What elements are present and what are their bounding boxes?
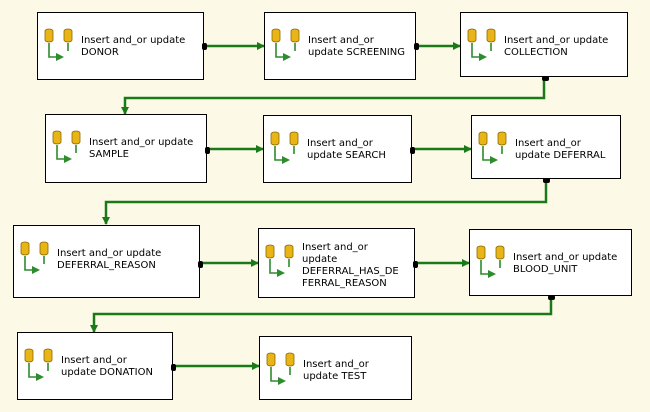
task-label: Insert and_or update SAMPLE (89, 137, 194, 160)
task-label: Insert and_or update DONATION (61, 355, 153, 378)
output-port[interactable] (198, 261, 203, 268)
output-port[interactable] (205, 147, 210, 154)
output-port[interactable] (414, 43, 419, 50)
data-flow-task-icon (52, 130, 81, 163)
task-insert-update-sample[interactable]: Insert and_or update SAMPLE (45, 114, 210, 183)
task-insert-update-blood-unit[interactable]: Insert and_or update BLOOD_UNIT (469, 229, 632, 300)
task-label: Insert and_or update SCREENING (308, 35, 405, 58)
task-insert-update-collection[interactable]: Insert and_or update COLLECTION (460, 12, 628, 81)
task-insert-update-deferral[interactable]: Insert and_or update DEFERRAL (471, 115, 621, 183)
output-port[interactable] (543, 178, 550, 183)
data-flow-task-icon (265, 244, 294, 277)
output-port[interactable] (171, 364, 176, 371)
output-port[interactable] (410, 147, 415, 154)
task-insert-update-donor[interactable]: Insert and_or update DONOR (37, 12, 207, 80)
output-port[interactable] (413, 261, 418, 268)
data-flow-task-icon (24, 348, 53, 381)
task-insert-update-test[interactable]: Insert and_or update TEST (259, 336, 412, 400)
task-label: Insert and_or update DEFERRAL_REASON (57, 248, 162, 271)
task-insert-update-deferral-has-deferral-reason[interactable]: Insert and_or update DEFERRAL_HAS_DE FER… (258, 228, 418, 298)
task-insert-update-search[interactable]: Insert and_or update SEARCH (263, 115, 415, 183)
task-label: Insert and_or update BLOOD_UNIT (513, 252, 618, 275)
data-flow-task-icon (270, 131, 299, 164)
output-port[interactable] (202, 43, 207, 50)
data-flow-task-icon (271, 28, 300, 61)
data-flow-task-icon (476, 245, 505, 278)
data-flow-task-icon (20, 241, 49, 274)
task-label: Insert and_or update COLLECTION (504, 35, 609, 58)
connector-collection-to-sample (121, 78, 546, 115)
connector-blood-unit-to-donation (90, 296, 553, 333)
task-label: Insert and_or update DEFERRAL (515, 138, 606, 161)
task-label: Insert and_or update DEFERRAL_HAS_DE FER… (302, 242, 399, 289)
task-label: Insert and_or update DONOR (81, 35, 186, 58)
task-insert-update-deferral-reason[interactable]: Insert and_or update DEFERRAL_REASON (13, 225, 203, 298)
data-flow-task-icon (44, 28, 73, 61)
task-label: Insert and_or update SEARCH (307, 138, 386, 161)
task-insert-update-donation[interactable]: Insert and_or update DONATION (17, 332, 176, 400)
connector-deferral-to-deferral-reason (102, 181, 548, 225)
output-port[interactable] (542, 76, 549, 81)
task-insert-update-screening[interactable]: Insert and_or update SCREENING (264, 12, 419, 80)
task-label: Insert and_or update TEST (303, 359, 369, 382)
output-port[interactable] (548, 295, 555, 300)
data-flow-task-icon (478, 131, 507, 164)
data-flow-task-icon (266, 352, 295, 385)
data-flow-task-icon (467, 28, 496, 61)
